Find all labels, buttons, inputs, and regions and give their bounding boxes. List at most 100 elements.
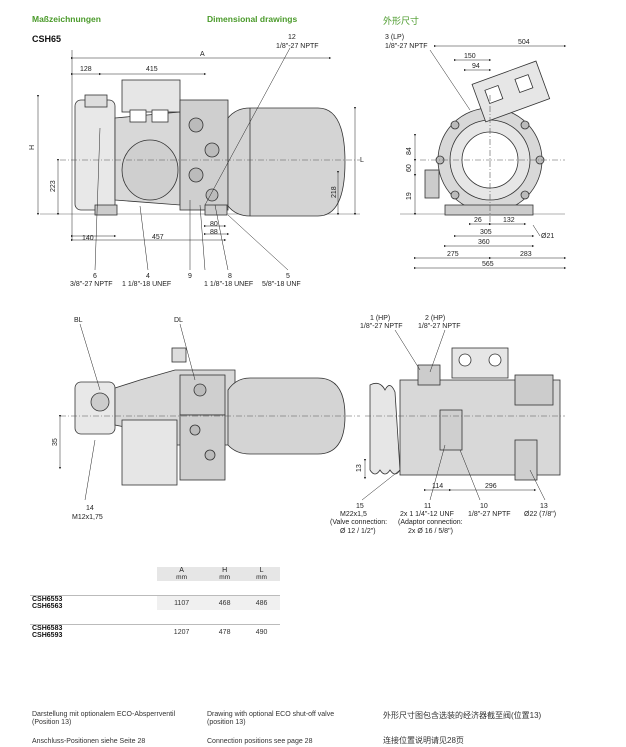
dim-94: 94 xyxy=(472,63,480,70)
conn-6: 6 xyxy=(93,273,97,280)
value-L: 490 xyxy=(243,624,280,639)
end-view-2-drawing xyxy=(365,347,565,481)
dim-84: 84 xyxy=(406,147,413,155)
dim-223: 223 xyxy=(50,180,57,192)
side-view-labels: A 128 415 12 1/8"-27 NPTF H 223 L 218 14… xyxy=(29,34,364,288)
dim-A: A xyxy=(200,51,205,58)
header-en: Dimensional drawings xyxy=(207,14,298,24)
conn-12: 12 xyxy=(288,34,296,41)
dim-H: H xyxy=(29,145,36,150)
footnote-en-1: Drawing with optional ECO shut-off valve… xyxy=(207,711,335,726)
conn-5-spec: 5/8"-18 UNF xyxy=(262,281,301,288)
conn-11-note: (Adaptor connection: xyxy=(398,519,463,526)
value-A: 1207 xyxy=(157,624,207,639)
dim-80: 80 xyxy=(210,221,218,228)
top-view-labels: BL DL 35 14 M12x1,75 xyxy=(52,317,183,521)
conn-15: 15 xyxy=(356,503,364,510)
conn-2-spec: 1/8"-27 NPTF xyxy=(418,323,461,330)
dim-132: 132 xyxy=(503,217,515,224)
footnote-de-2: Anschluss-Positionen siehe Seite 28 xyxy=(32,738,146,745)
header-de: Maßzeichnungen xyxy=(32,14,101,24)
conn-1-spec: 1/8"-27 NPTF xyxy=(360,323,403,330)
conn-3: 3 (LP) xyxy=(385,34,404,41)
conn-15-note: (Valve connection: xyxy=(330,519,387,526)
top-view-dimensions xyxy=(58,323,196,501)
conn-1: 1 (HP) xyxy=(370,315,390,322)
dim-114: 114 xyxy=(432,483,443,490)
conn-11-spec: 2x 1 1/4"-12 UNF xyxy=(400,511,454,518)
dim-296: 296 xyxy=(485,483,497,490)
dim-35: 35 xyxy=(52,438,59,446)
conn-11: 11 xyxy=(424,503,431,510)
dim-283: 283 xyxy=(520,251,532,258)
conn-4-spec: 1 1/8"-18 UNEF xyxy=(122,281,171,288)
footnote-cn-2: 连接位置说明请见28页 xyxy=(383,736,464,745)
dim-275: 275 xyxy=(447,251,459,258)
top-view-drawing xyxy=(60,347,360,486)
dim-13: 13 xyxy=(356,464,363,472)
dim-565: 565 xyxy=(482,261,494,268)
conn-15-note2: Ø 12 / 1/2") xyxy=(340,528,376,535)
conn-13-spec: Ø22 (7/8") xyxy=(524,511,556,518)
dim-218: 218 xyxy=(331,186,338,198)
model-family-title: CSH65 xyxy=(32,34,62,44)
end-view-2-dimensions xyxy=(361,329,546,501)
conn-8: 8 xyxy=(228,273,232,280)
dim-504: 504 xyxy=(518,39,530,46)
label-BL: BL xyxy=(74,317,83,324)
conn-3-spec: 1/8"-27 NPTF xyxy=(385,43,428,50)
conn-15-spec: M22x1,5 xyxy=(340,511,367,518)
value-H: 478 xyxy=(206,624,244,639)
end-view-2-labels: 1 (HP) 1/8"-27 NPTF 2 (HP) 1/8"-27 NPTF … xyxy=(330,315,556,535)
dim-26: 26 xyxy=(474,217,482,224)
end-view-labels: 3 (LP) 1/8"-27 NPTF 504 150 94 84 60 19 … xyxy=(385,34,554,268)
header-cn: 外形尺寸 xyxy=(383,16,420,26)
conn-10: 10 xyxy=(480,503,488,510)
dim-150: 150 xyxy=(464,53,476,60)
value-A: 1107 xyxy=(157,595,207,610)
conn-6-spec: 3/8"-27 NPTF xyxy=(70,281,113,288)
footnote-de-1: Darstellung mit optionalem ECO-Absperrve… xyxy=(32,711,176,726)
dim-415: 415 xyxy=(146,66,158,73)
dim-140: 140 xyxy=(82,235,94,242)
end-view-drawing xyxy=(400,60,565,225)
dim-60: 60 xyxy=(406,164,413,172)
value-H: 468 xyxy=(206,595,244,610)
conn-5: 5 xyxy=(286,273,290,280)
dim-19: 19 xyxy=(406,192,413,200)
conn-14: 14 xyxy=(86,505,94,512)
dim-88: 88 xyxy=(210,229,218,236)
dim-360: 360 xyxy=(478,239,490,246)
conn-13: 13 xyxy=(540,503,548,510)
conn-11-note2: 2x Ø 16 / 5/8") xyxy=(408,528,453,535)
dim-305: 305 xyxy=(480,229,492,236)
conn-14-spec: M12x1,75 xyxy=(72,514,103,521)
value-L: 486 xyxy=(243,595,280,610)
dimensional-drawings: A 128 415 12 1/8"-27 NPTF H 223 L 218 14… xyxy=(29,34,567,535)
side-view-dimensions xyxy=(36,47,357,271)
side-view-drawing xyxy=(40,79,360,217)
label-DL: DL xyxy=(174,317,183,324)
footnote-cn-1: 外形尺寸图包含选装的经济器截至阀(位置13) xyxy=(383,711,542,720)
dim-457: 457 xyxy=(152,234,164,241)
end-view-dimensions xyxy=(413,44,567,270)
conn-12-spec: 1/8"-27 NPTF xyxy=(276,43,319,50)
footnote-en-2: Connection positions see page 28 xyxy=(207,738,313,745)
conn-9: 9 xyxy=(188,273,192,280)
conn-8-spec: 1 1/8"-18 UNEF xyxy=(204,281,253,288)
conn-2: 2 (HP) xyxy=(425,315,445,322)
dim-128: 128 xyxy=(80,66,92,73)
conn-4: 4 xyxy=(146,273,150,280)
dim-L: L xyxy=(360,157,364,164)
conn-10-spec: 1/8"-27 NPTF xyxy=(468,511,511,518)
